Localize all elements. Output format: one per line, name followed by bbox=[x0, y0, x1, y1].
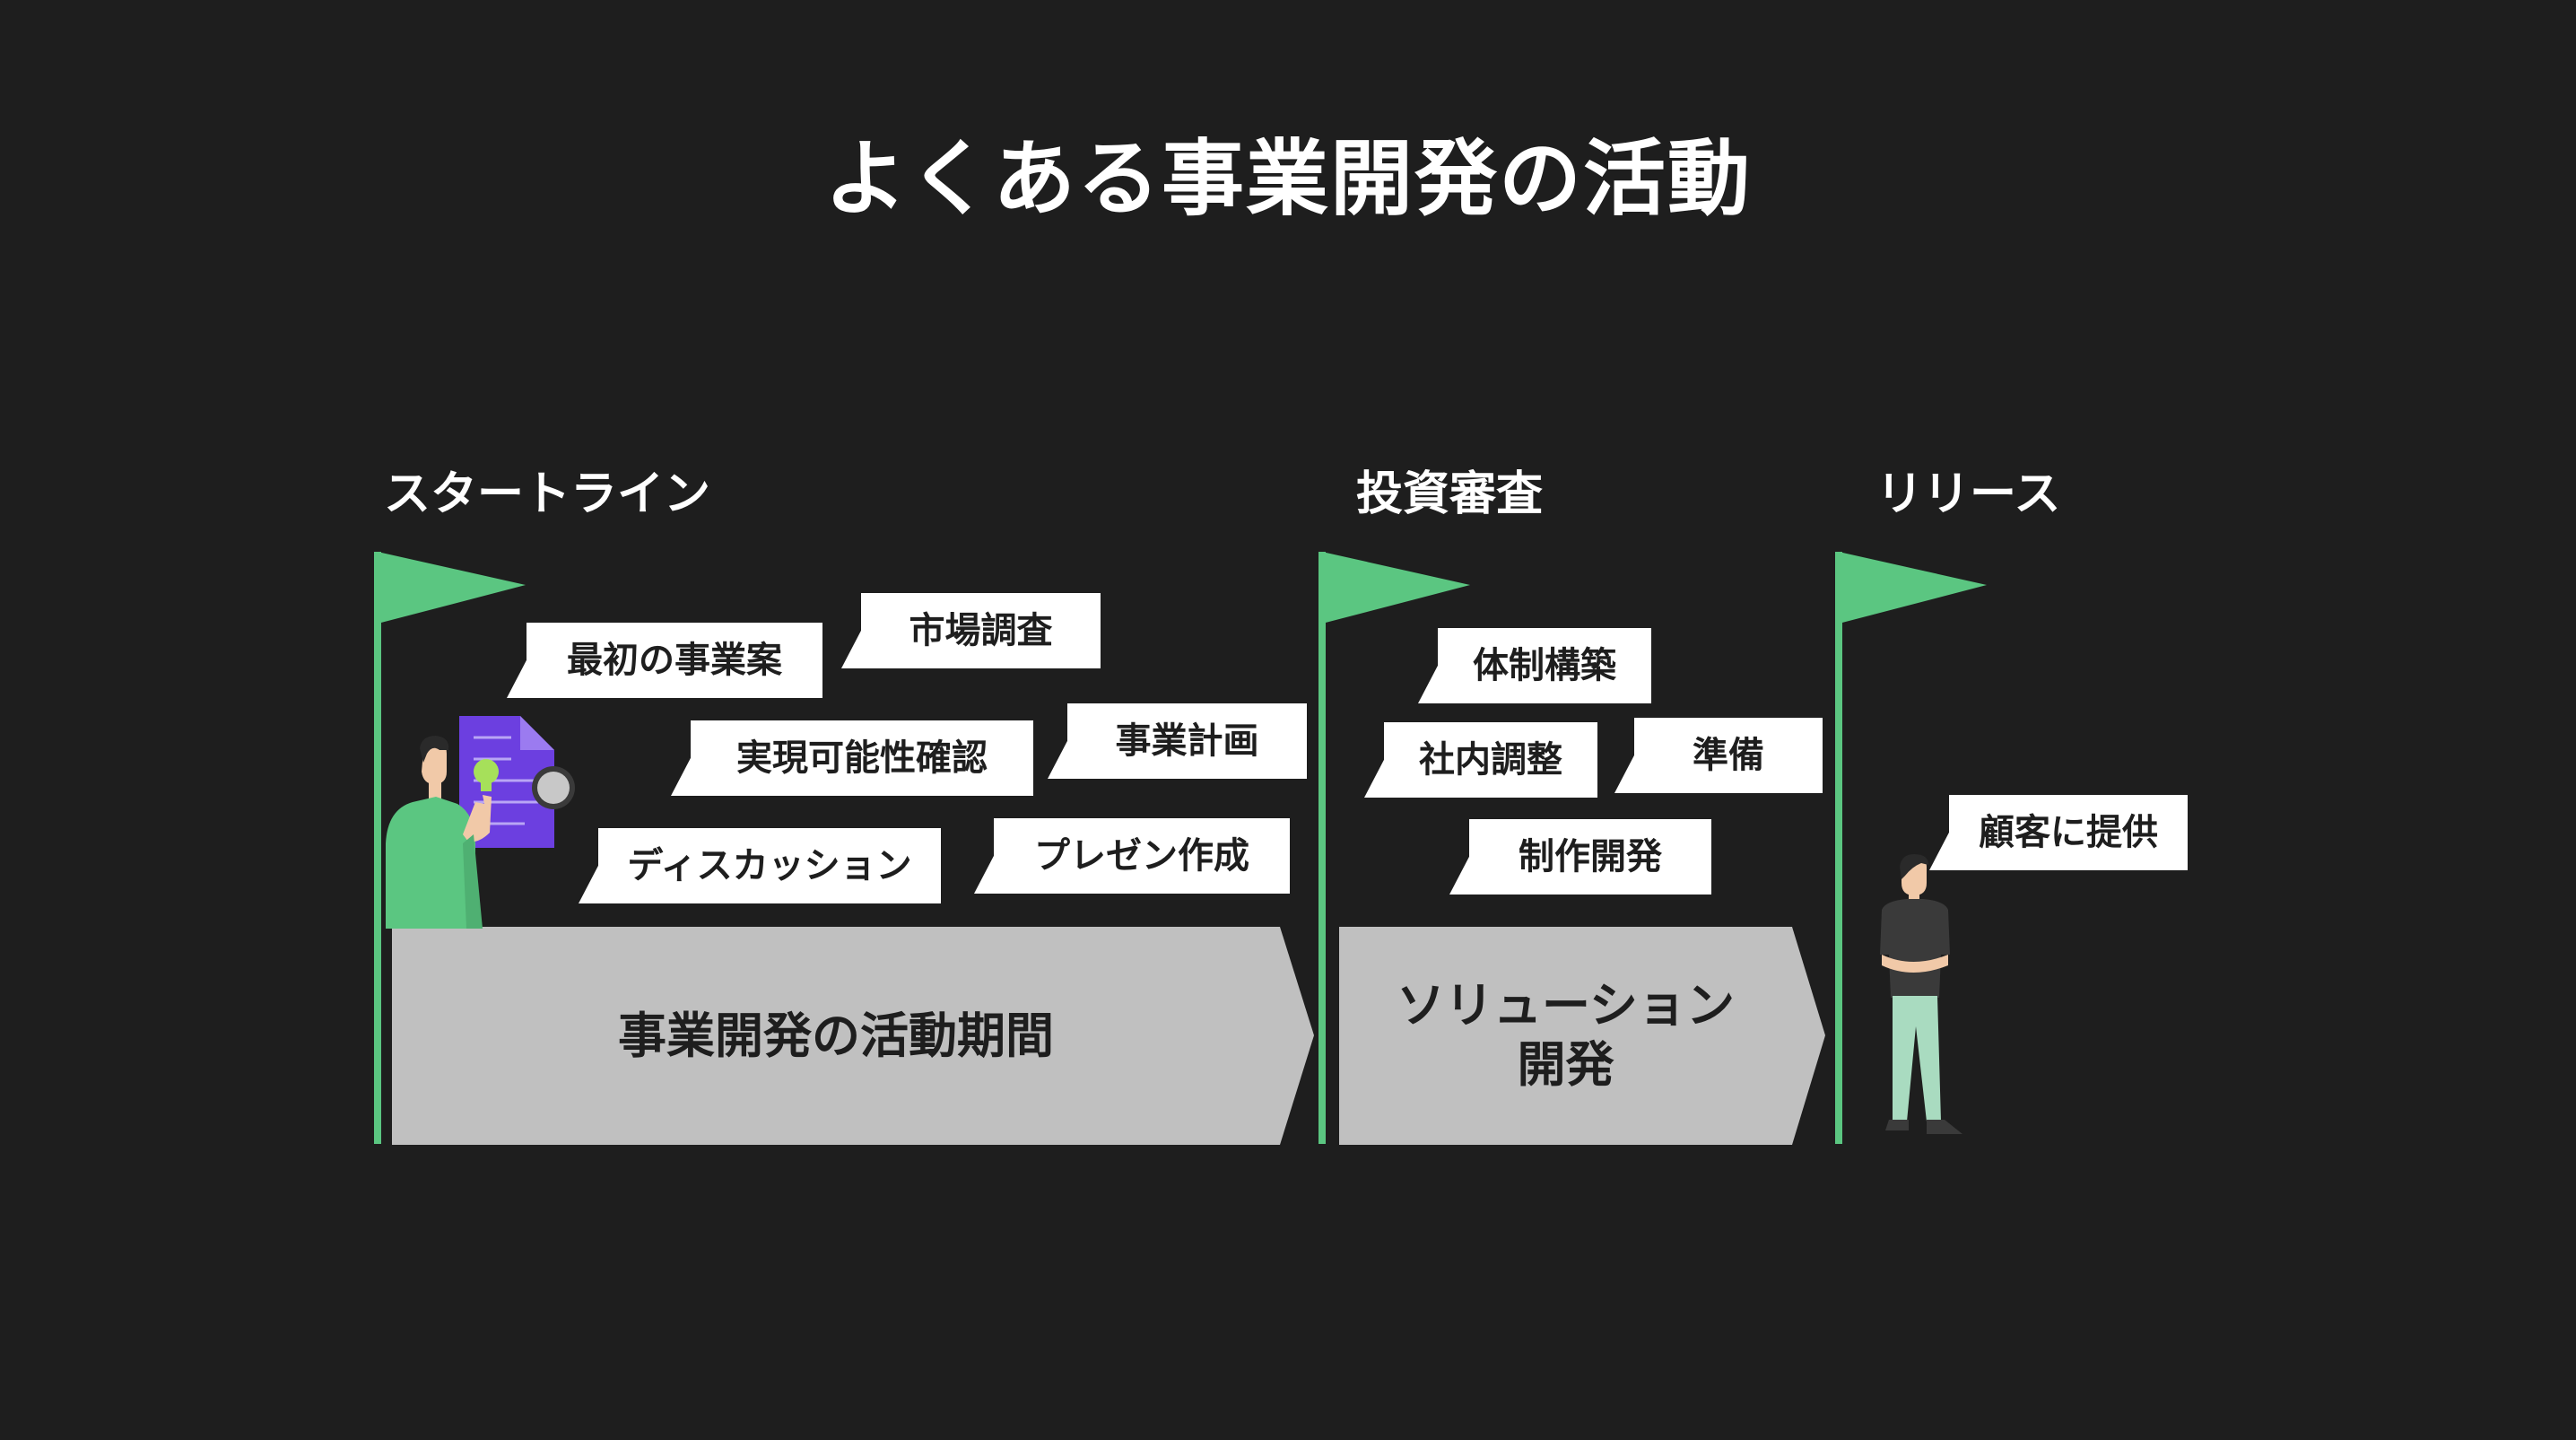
bubble-market-research: 市場調査 bbox=[841, 593, 1101, 668]
bubble-label: 制作開発 bbox=[1519, 836, 1662, 877]
bubble-preparation: 準備 bbox=[1614, 718, 1823, 793]
bubble-label: ディスカッション bbox=[627, 845, 912, 886]
bubble-tail bbox=[507, 657, 528, 698]
bubble-label: 最初の事業案 bbox=[567, 640, 782, 681]
bubble-business-plan: 事業計画 bbox=[1048, 703, 1307, 779]
flag-icon bbox=[1839, 552, 1987, 624]
activity-period-band bbox=[392, 927, 1314, 1145]
bubble-label: 顧客に提供 bbox=[1979, 812, 2158, 853]
bubble-tail bbox=[1364, 756, 1386, 798]
bubble-tail bbox=[671, 755, 692, 796]
bubble-tail bbox=[1449, 853, 1471, 895]
bubble-production: 制作開発 bbox=[1449, 819, 1711, 895]
bubble-customer-delivery: 顧客に提供 bbox=[1929, 795, 2188, 870]
flag-icon bbox=[378, 552, 526, 624]
bubble-first-idea: 最初の事業案 bbox=[507, 623, 822, 698]
bubble-internal-coordination: 社内調整 bbox=[1364, 722, 1597, 798]
page-title: よくある事業開発の活動 bbox=[823, 131, 1752, 227]
bubble-label: 体制構築 bbox=[1473, 645, 1616, 686]
person-with-document-illustration bbox=[386, 716, 575, 929]
milestone-start-label: スタートライン bbox=[384, 467, 711, 521]
bubble-presentation: プレゼン作成 bbox=[974, 818, 1290, 894]
bubble-tail bbox=[1048, 737, 1069, 779]
bubble-tail bbox=[1929, 829, 1951, 870]
solution-development-label: ソリューション 開発 bbox=[1397, 977, 1735, 1093]
solution-development-band bbox=[1339, 927, 1825, 1145]
bubble-tail bbox=[974, 852, 996, 894]
bubble-tail bbox=[841, 627, 863, 668]
bubble-feasibility: 実現可能性確認 bbox=[671, 720, 1033, 796]
bubble-label: 市場調査 bbox=[909, 610, 1053, 651]
start-flag-pole bbox=[374, 552, 381, 1144]
milestone-release-label: リリース bbox=[1876, 467, 2061, 521]
bubble-tail bbox=[1614, 752, 1636, 793]
bubble-label: プレゼン作成 bbox=[1034, 835, 1249, 877]
milestone-investment-label: 投資審査 bbox=[1356, 467, 1544, 521]
release-flag-pole bbox=[1835, 552, 1842, 1144]
bubble-label: 事業計画 bbox=[1115, 720, 1259, 762]
flag-icon bbox=[1322, 552, 1470, 624]
bubble-label: 社内調整 bbox=[1419, 739, 1562, 781]
bubble-label: 準備 bbox=[1693, 735, 1764, 776]
bubble-tail bbox=[579, 862, 600, 903]
bubble-label: 実現可能性確認 bbox=[736, 737, 988, 779]
activity-period-label: 事業開発の活動期間 bbox=[618, 1008, 1054, 1064]
person-standing-illustration bbox=[1880, 854, 1962, 1134]
bubble-tail bbox=[1418, 662, 1440, 703]
investment-flag-pole bbox=[1318, 552, 1326, 1144]
bubble-discussion: ディスカッション bbox=[579, 828, 941, 903]
bubble-organization: 体制構築 bbox=[1418, 628, 1651, 703]
